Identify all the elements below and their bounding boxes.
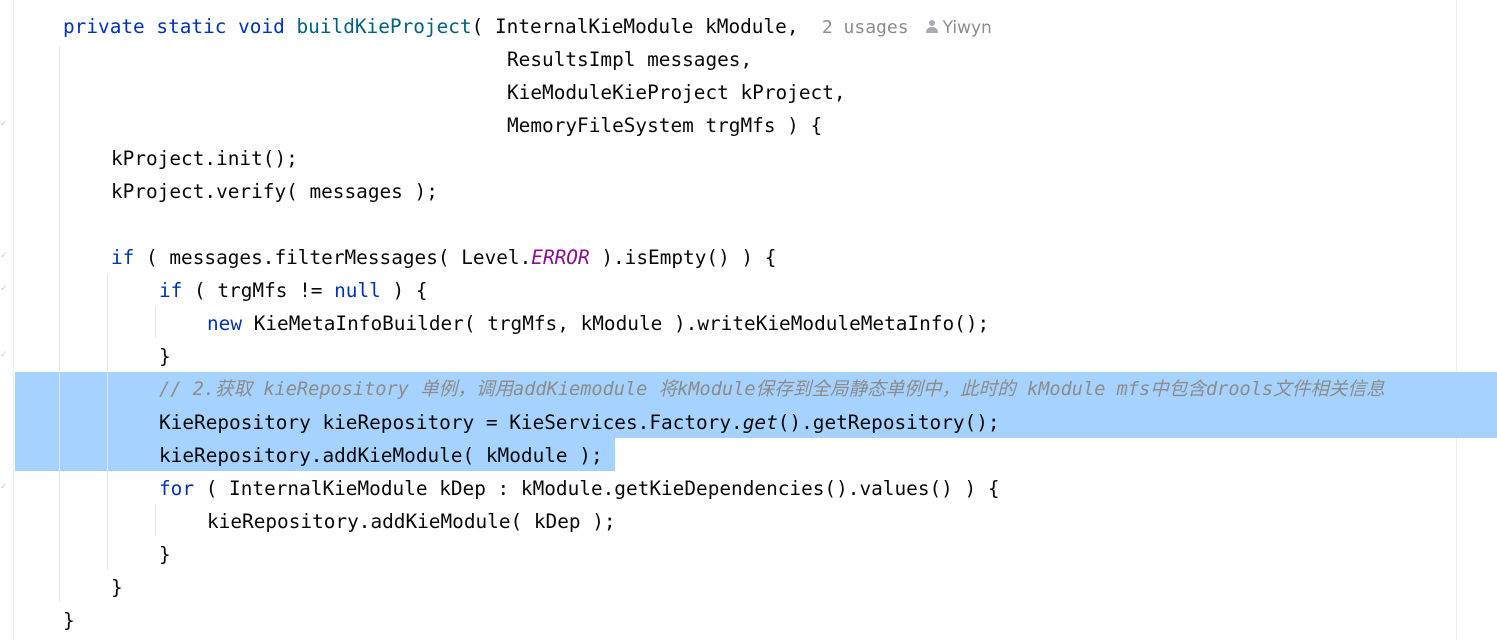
code-line-2[interactable]: ResultsImpl messages, [507,43,752,76]
code-line-9[interactable]: if ( trgMfs != null ) { [159,274,428,307]
indent-guide [59,46,60,602]
selection-highlight [15,372,1497,438]
right-margin-guide [1456,0,1457,640]
keyword: for [159,477,195,500]
code-line-1[interactable]: private static void buildKieProject( Int… [63,10,992,43]
keyword: private static void [63,15,285,38]
code-text: } [159,345,171,368]
usages-hint[interactable]: 2 usages [821,17,909,38]
code-line-12[interactable]: // 2.获取 kieRepository 单例，调用addKiemodule … [159,373,1385,406]
code-line-19[interactable]: } [63,604,75,637]
method-name: buildKieProject [296,15,472,38]
code-line-3[interactable]: KieModuleKieProject kProject, [507,76,846,109]
code-text: ( InternalKieModule kDep : kModule.getKi… [194,477,1000,500]
fold-marker-icon[interactable]: ✓ [0,284,8,294]
code-text: kProject.verify( messages ); [111,180,438,203]
code-text: } [159,543,171,566]
code-line-6[interactable]: kProject.verify( messages ); [111,175,438,208]
fold-marker-icon[interactable]: ✓ [0,119,8,129]
code-text: MemoryFileSystem trgMfs ) { [507,114,823,137]
code-line-4[interactable]: MemoryFileSystem trgMfs ) { [507,109,822,142]
code-text: kieRepository.addKieModule( kModule ); [159,444,603,467]
code-text: KieModuleKieProject kProject, [507,81,846,104]
gutter [13,0,14,640]
code-comment: // 2.获取 kieRepository 单例，调用addKiemodule … [159,379,1385,400]
code-text: ( InternalKieModule kModule, [471,15,799,38]
static-field: ERROR [531,246,590,269]
code-text: kProject.init(); [111,147,298,170]
code-line-10[interactable]: new KieMetaInfoBuilder( trgMfs, kModule … [207,307,989,340]
code-line-18[interactable]: } [111,571,123,604]
code-line-15[interactable]: for ( InternalKieModule kDep : kModule.g… [159,472,1000,505]
code-text: ResultsImpl messages, [507,48,753,71]
indent-guide [107,274,108,570]
code-text: ).isEmpty() ) { [589,246,777,269]
code-text: ) { [380,279,428,302]
keyword: if [111,246,135,269]
code-text: KieMetaInfoBuilder( trgMfs, kModule ).wr… [242,312,990,335]
code-text: } [111,576,123,599]
fold-marker-icon[interactable]: ✓ [0,482,8,492]
code-line-8[interactable]: if ( messages.filterMessages( Level.ERRO… [111,241,776,274]
indent-guide [155,504,156,536]
code-text: } [63,609,75,632]
static-method: get [742,411,778,434]
user-icon [925,20,939,34]
code-line-13[interactable]: KieRepository kieRepository = KieService… [159,406,1000,439]
code-line-16[interactable]: kieRepository.addKieModule( kDep ); [207,505,616,538]
code-line-11[interactable]: } [159,340,171,373]
code-text: KieRepository kieRepository = KieService… [159,411,743,434]
code-line-17[interactable]: } [159,538,171,571]
keyword: null [334,279,381,302]
code-line-5[interactable]: kProject.init(); [111,142,298,175]
indent-guide [155,306,156,338]
code-text: ( trgMfs != [182,279,335,302]
code-text: ().getRepository(); [777,411,1000,434]
code-line-14[interactable]: kieRepository.addKieModule( kModule ); [159,439,603,472]
selection-highlight [15,438,615,471]
keyword: if [159,279,183,302]
keyword: new [207,312,243,335]
code-text: kieRepository.addKieModule( kDep ); [207,510,616,533]
code-text: ( messages.filterMessages( Level. [134,246,532,269]
fold-marker-icon[interactable]: ✓ [0,251,8,261]
author-hint[interactable]: Yiwyn [942,18,992,38]
fold-marker-icon[interactable]: ✓ [0,350,8,360]
